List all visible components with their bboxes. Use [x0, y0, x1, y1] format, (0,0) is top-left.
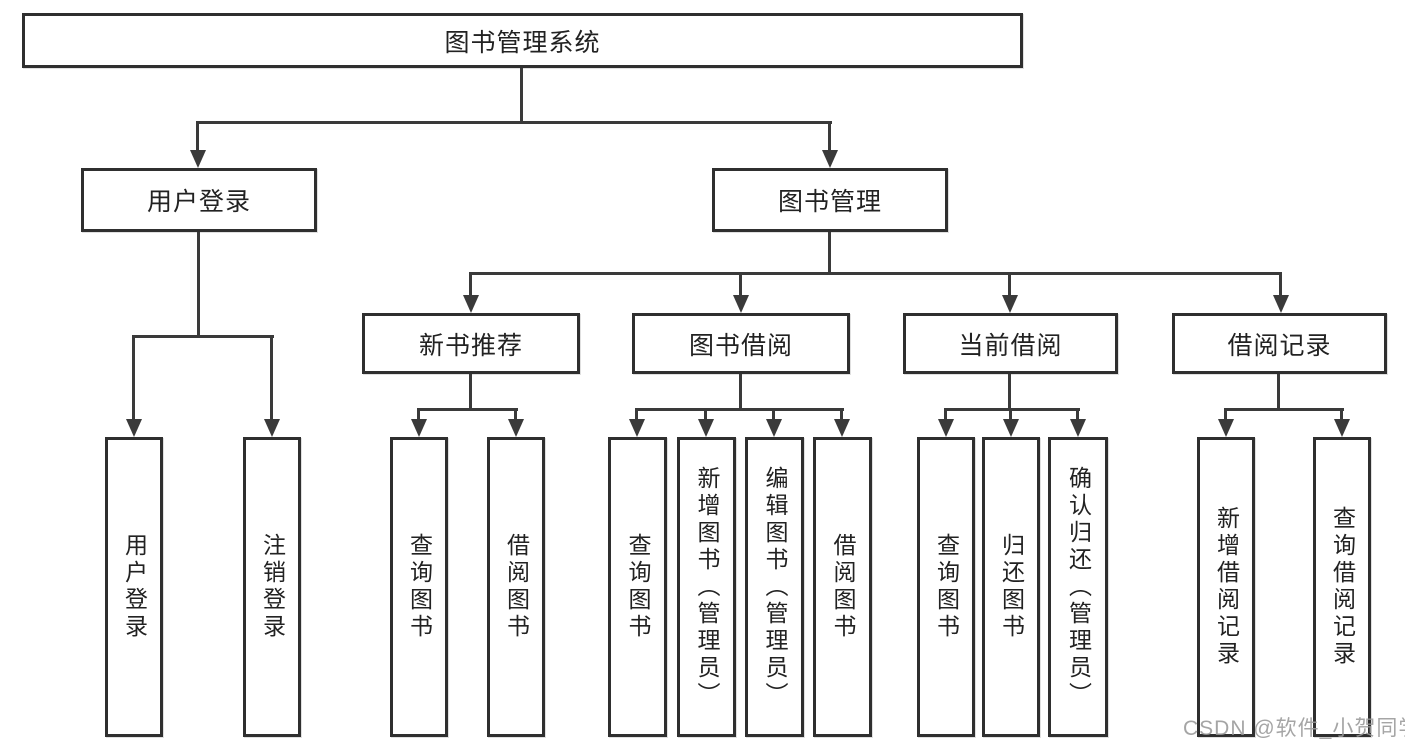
connector-stem-user-login	[197, 232, 200, 338]
arrowhead-down-icon	[1273, 295, 1289, 313]
arrowhead-down-icon	[190, 150, 206, 168]
leaf-query-books-recommend: 查询图书	[390, 437, 448, 737]
leaf-label: 归还图书	[998, 533, 1025, 641]
connector-drop-leaf	[1009, 408, 1012, 422]
connector-branch-borrow-record	[1224, 408, 1344, 411]
leaf-add-books-admin: 新增图书（管理员）	[677, 437, 736, 737]
node-user-login: 用户登录	[81, 168, 317, 232]
connector-drop-book-borrow	[739, 272, 742, 298]
connector-drop-leaf	[1224, 408, 1227, 422]
connector-drop-leaf	[704, 408, 707, 422]
leaf-label: 用户登录	[121, 533, 148, 641]
connector-drop-leaf	[840, 408, 843, 422]
leaf-logout: 注销登录	[243, 437, 301, 737]
leaf-label: 借阅图书	[830, 533, 856, 641]
leaf-user-login: 用户登录	[105, 437, 163, 737]
connector-drop-leaf	[270, 335, 273, 421]
connector-branch-current-borrow	[944, 408, 1080, 411]
node-new-book-recommend: 新书推荐	[362, 313, 580, 374]
connector-stem-current-borrow	[1008, 374, 1011, 411]
arrowhead-down-icon	[1218, 419, 1234, 437]
arrowhead-down-icon	[1003, 419, 1019, 437]
connector-drop-leaf	[417, 408, 420, 422]
leaf-label: 新增借阅记录	[1213, 506, 1240, 668]
leaf-edit-books-admin: 编辑图书（管理员）	[745, 437, 804, 737]
arrowhead-down-icon	[1070, 419, 1086, 437]
node-label: 用户登录	[146, 188, 251, 216]
leaf-add-borrow-record: 新增借阅记录	[1197, 437, 1255, 737]
leaf-label: 新增图书（管理员）	[694, 465, 720, 709]
arrowhead-down-icon	[822, 150, 838, 168]
arrowhead-down-icon	[126, 419, 142, 437]
connector-drop-user-login	[196, 121, 199, 153]
connector-branch-new-book	[417, 408, 518, 411]
leaf-return-books: 归还图书	[982, 437, 1040, 737]
connector-drop-leaf	[772, 408, 775, 422]
watermark: CSDN @软件_小贺同学	[1183, 717, 1405, 740]
connector-drop-leaf	[1340, 408, 1343, 422]
node-label: 图书管理系统	[444, 28, 601, 57]
arrowhead-down-icon	[508, 419, 524, 437]
leaf-label: 编辑图书（管理员）	[762, 465, 788, 709]
connector-stem-root	[520, 68, 523, 124]
connector-branch-root	[197, 121, 832, 124]
connector-drop-book-management	[828, 121, 831, 153]
leaf-label: 查询图书	[625, 533, 651, 641]
leaf-borrow-books-recommend: 借阅图书	[487, 437, 545, 737]
node-label: 图书管理	[777, 188, 882, 216]
arrowhead-down-icon	[766, 419, 782, 437]
arrowhead-down-icon	[1002, 295, 1018, 313]
arrowhead-down-icon	[733, 295, 749, 313]
leaf-borrow-books: 借阅图书	[813, 437, 872, 737]
connector-stem-book-management	[828, 232, 831, 275]
connector-drop-leaf	[1076, 408, 1079, 422]
node-label: 新书推荐	[418, 331, 523, 360]
leaf-label: 查询图书	[933, 533, 960, 641]
node-label: 当前借阅	[958, 331, 1063, 360]
node-book-management: 图书管理	[712, 168, 948, 232]
node-label: 借阅记录	[1227, 331, 1332, 360]
connector-branch-user-login	[132, 335, 274, 338]
arrowhead-down-icon	[463, 295, 479, 313]
arrowhead-down-icon	[938, 419, 954, 437]
leaf-label: 借阅图书	[503, 533, 530, 641]
arrowhead-down-icon	[411, 419, 427, 437]
leaf-label: 查询图书	[406, 533, 433, 641]
arrowhead-down-icon	[698, 419, 714, 437]
connector-drop-leaf	[132, 335, 135, 421]
arrowhead-down-icon	[1334, 419, 1350, 437]
arrowhead-down-icon	[264, 419, 280, 437]
leaf-confirm-return-admin: 确认归还（管理员）	[1048, 437, 1108, 737]
leaf-label: 确认归还（管理员）	[1065, 465, 1092, 709]
connector-branch-book-management	[469, 272, 1282, 275]
connector-drop-borrow-record	[1279, 272, 1282, 298]
connector-stem-borrow-record	[1277, 374, 1280, 411]
connector-stem-book-borrow	[739, 374, 742, 411]
node-label: 图书借阅	[688, 331, 793, 360]
connector-drop-leaf	[635, 408, 638, 422]
connector-drop-leaf	[944, 408, 947, 422]
node-root-library-management-system: 图书管理系统	[22, 13, 1023, 68]
node-book-borrow: 图书借阅	[632, 313, 850, 374]
leaf-query-borrow-record: 查询借阅记录	[1313, 437, 1371, 737]
connector-drop-current-borrow	[1008, 272, 1011, 298]
connector-stem-new-book	[469, 374, 472, 411]
connector-drop-leaf	[514, 408, 517, 422]
leaf-query-books: 查询图书	[608, 437, 667, 737]
leaf-label: 查询借阅记录	[1329, 506, 1356, 668]
connector-branch-book-borrow	[635, 408, 844, 411]
arrowhead-down-icon	[629, 419, 645, 437]
leaf-label: 注销登录	[259, 533, 286, 641]
connector-drop-new-book	[469, 272, 472, 298]
node-current-borrow: 当前借阅	[903, 313, 1118, 374]
leaf-query-current-books: 查询图书	[917, 437, 975, 737]
arrowhead-down-icon	[834, 419, 850, 437]
node-borrow-record: 借阅记录	[1172, 313, 1387, 374]
